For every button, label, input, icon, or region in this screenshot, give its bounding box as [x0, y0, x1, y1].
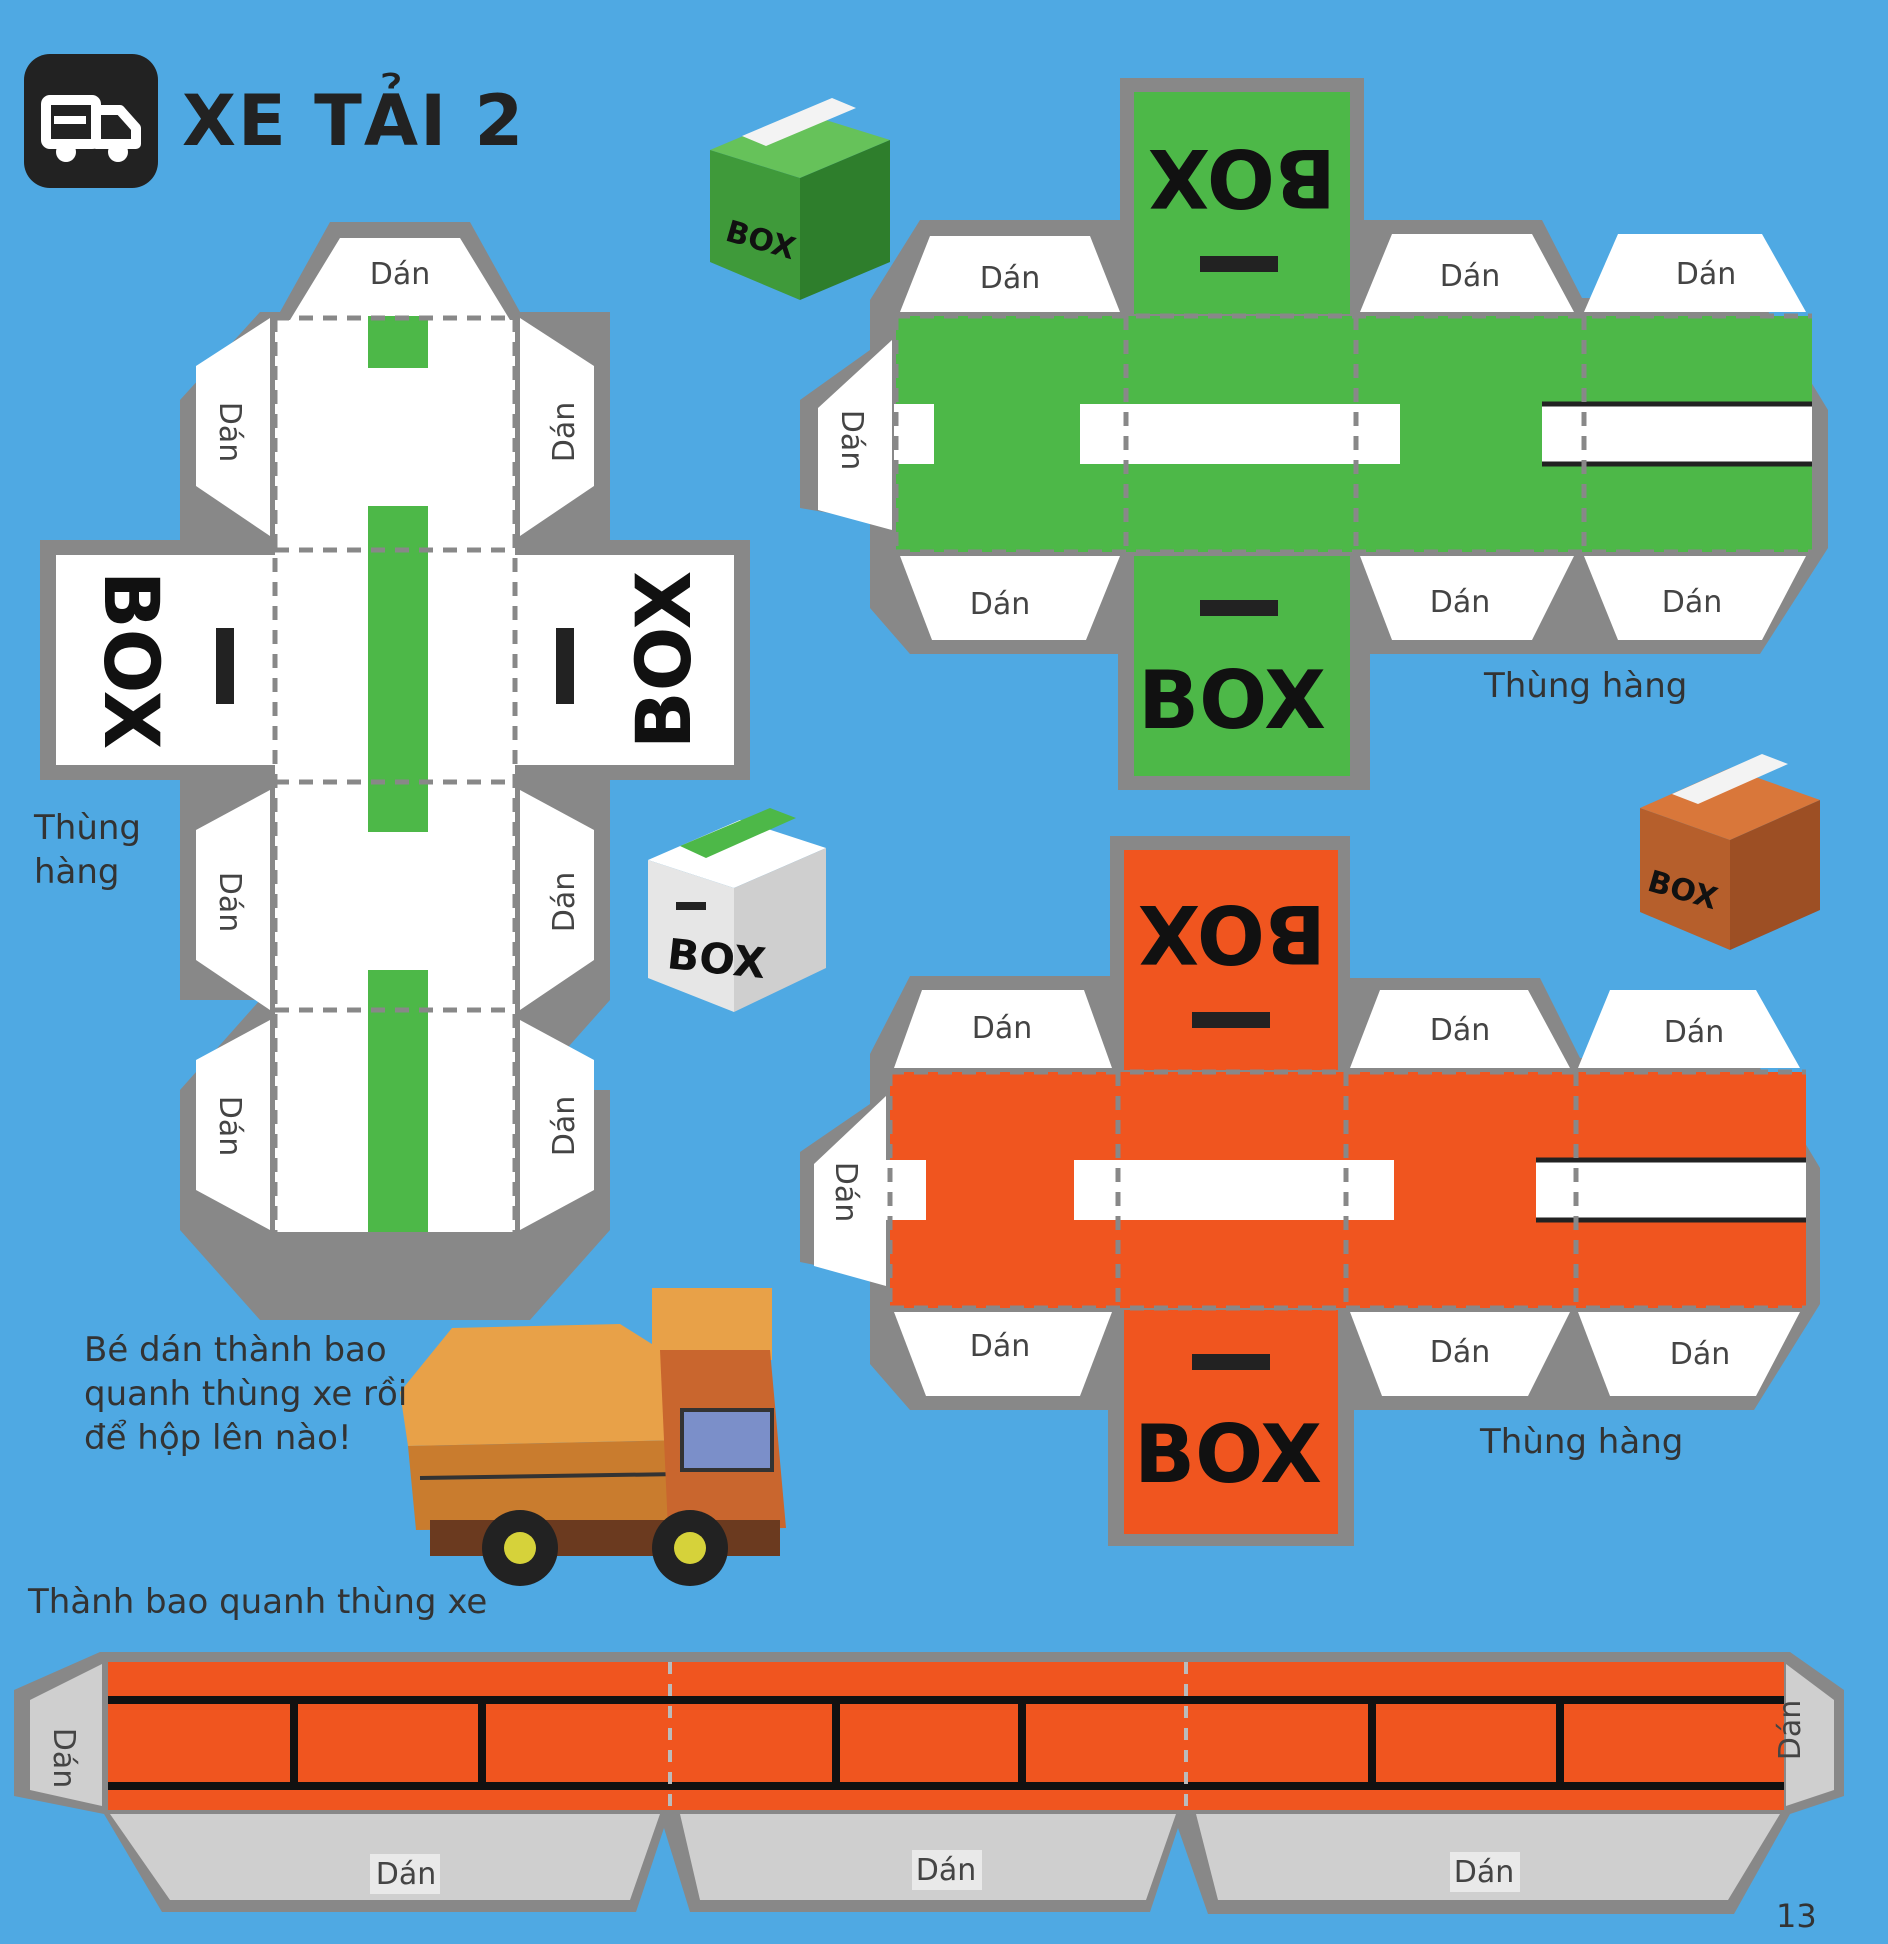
- glue-label: Dán: [212, 1096, 247, 1157]
- svg-text:BOX: BOX: [1134, 1408, 1322, 1501]
- orange-box-illustration: BOX: [1640, 754, 1820, 950]
- svg-text:BOX: BOX: [1138, 887, 1326, 980]
- white-box-illustration: BOX: [648, 808, 826, 1012]
- box-label-bottom: BOX: [1138, 654, 1326, 747]
- svg-text:Dán: Dán: [1440, 259, 1501, 294]
- svg-text:Dán: Dán: [980, 261, 1041, 296]
- box-label-left: BOX: [87, 571, 176, 749]
- green-box-net: BOX BOX Dán Dán Dán Dán Dán Dán Dán: [800, 78, 1828, 790]
- svg-text:Dán: Dán: [916, 1853, 977, 1888]
- instruction-text: Bé dán thành bao quanh thùng xe rồi để h…: [84, 1328, 407, 1461]
- truck-illustration: [400, 1288, 786, 1586]
- glue-label: Dán: [212, 402, 247, 463]
- instruction-line: để hộp lên nào!: [84, 1418, 352, 1459]
- page-title: XE TẢI 2: [182, 80, 526, 162]
- svg-text:Dán: Dán: [1454, 1855, 1515, 1890]
- truck-icon: [24, 54, 158, 188]
- svg-text:Dán: Dán: [46, 1728, 81, 1789]
- glue-label: Dán: [212, 872, 247, 933]
- svg-text:Dán: Dán: [1430, 1013, 1491, 1048]
- instruction-line: quanh thùng xe rồi: [84, 1374, 408, 1415]
- svg-text:Dán: Dán: [1773, 1700, 1808, 1761]
- svg-text:Dán: Dán: [1664, 1015, 1725, 1050]
- svg-text:Dán: Dán: [970, 1329, 1031, 1364]
- svg-text:Dán: Dán: [1676, 257, 1737, 292]
- glue-label: Dán: [547, 402, 582, 463]
- white-box-net: BOX BOX Dán Dán Dán Dán Dán Dán Dán: [40, 222, 750, 1320]
- cargo-box-caption-left: Thùng hàng: [34, 806, 141, 894]
- box-label-right: BOX: [619, 571, 708, 749]
- wall-strip-caption: Thành bao quanh thùng xe: [28, 1582, 488, 1622]
- caption-line: Thùng: [34, 808, 141, 848]
- svg-text:Dán: Dán: [1430, 1335, 1491, 1370]
- svg-text:Dán: Dán: [970, 587, 1031, 622]
- svg-text:Dán: Dán: [1430, 585, 1491, 620]
- box-label-top: BOX: [1148, 131, 1336, 224]
- caption-line: hàng: [34, 852, 120, 893]
- glue-label: Dán: [547, 872, 582, 933]
- cargo-box-caption-orange: Thùng hàng: [1480, 1422, 1684, 1462]
- svg-text:Dán: Dán: [834, 410, 869, 471]
- svg-text:Dán: Dán: [1670, 1337, 1731, 1372]
- wall-strip-net: Dán Dán Dán Dán Dán: [14, 1652, 1844, 1914]
- svg-text:BOX: BOX: [665, 929, 768, 988]
- svg-text:Dán: Dán: [376, 1857, 437, 1892]
- orange-box-net: BOX BOX Dán Dán Dán Dán Dán Dán Dán: [800, 836, 1820, 1546]
- svg-text:Dán: Dán: [972, 1011, 1033, 1046]
- instruction-line: Bé dán thành bao: [84, 1330, 387, 1370]
- cargo-box-caption-green: Thùng hàng: [1484, 666, 1688, 706]
- svg-text:Dán: Dán: [828, 1162, 863, 1223]
- glue-label: Dán: [547, 1096, 582, 1157]
- green-box-illustration: BOX: [710, 98, 890, 300]
- glue-label: Dán: [370, 257, 431, 292]
- svg-text:Dán: Dán: [1662, 585, 1723, 620]
- page-number: 13: [1776, 1897, 1817, 1935]
